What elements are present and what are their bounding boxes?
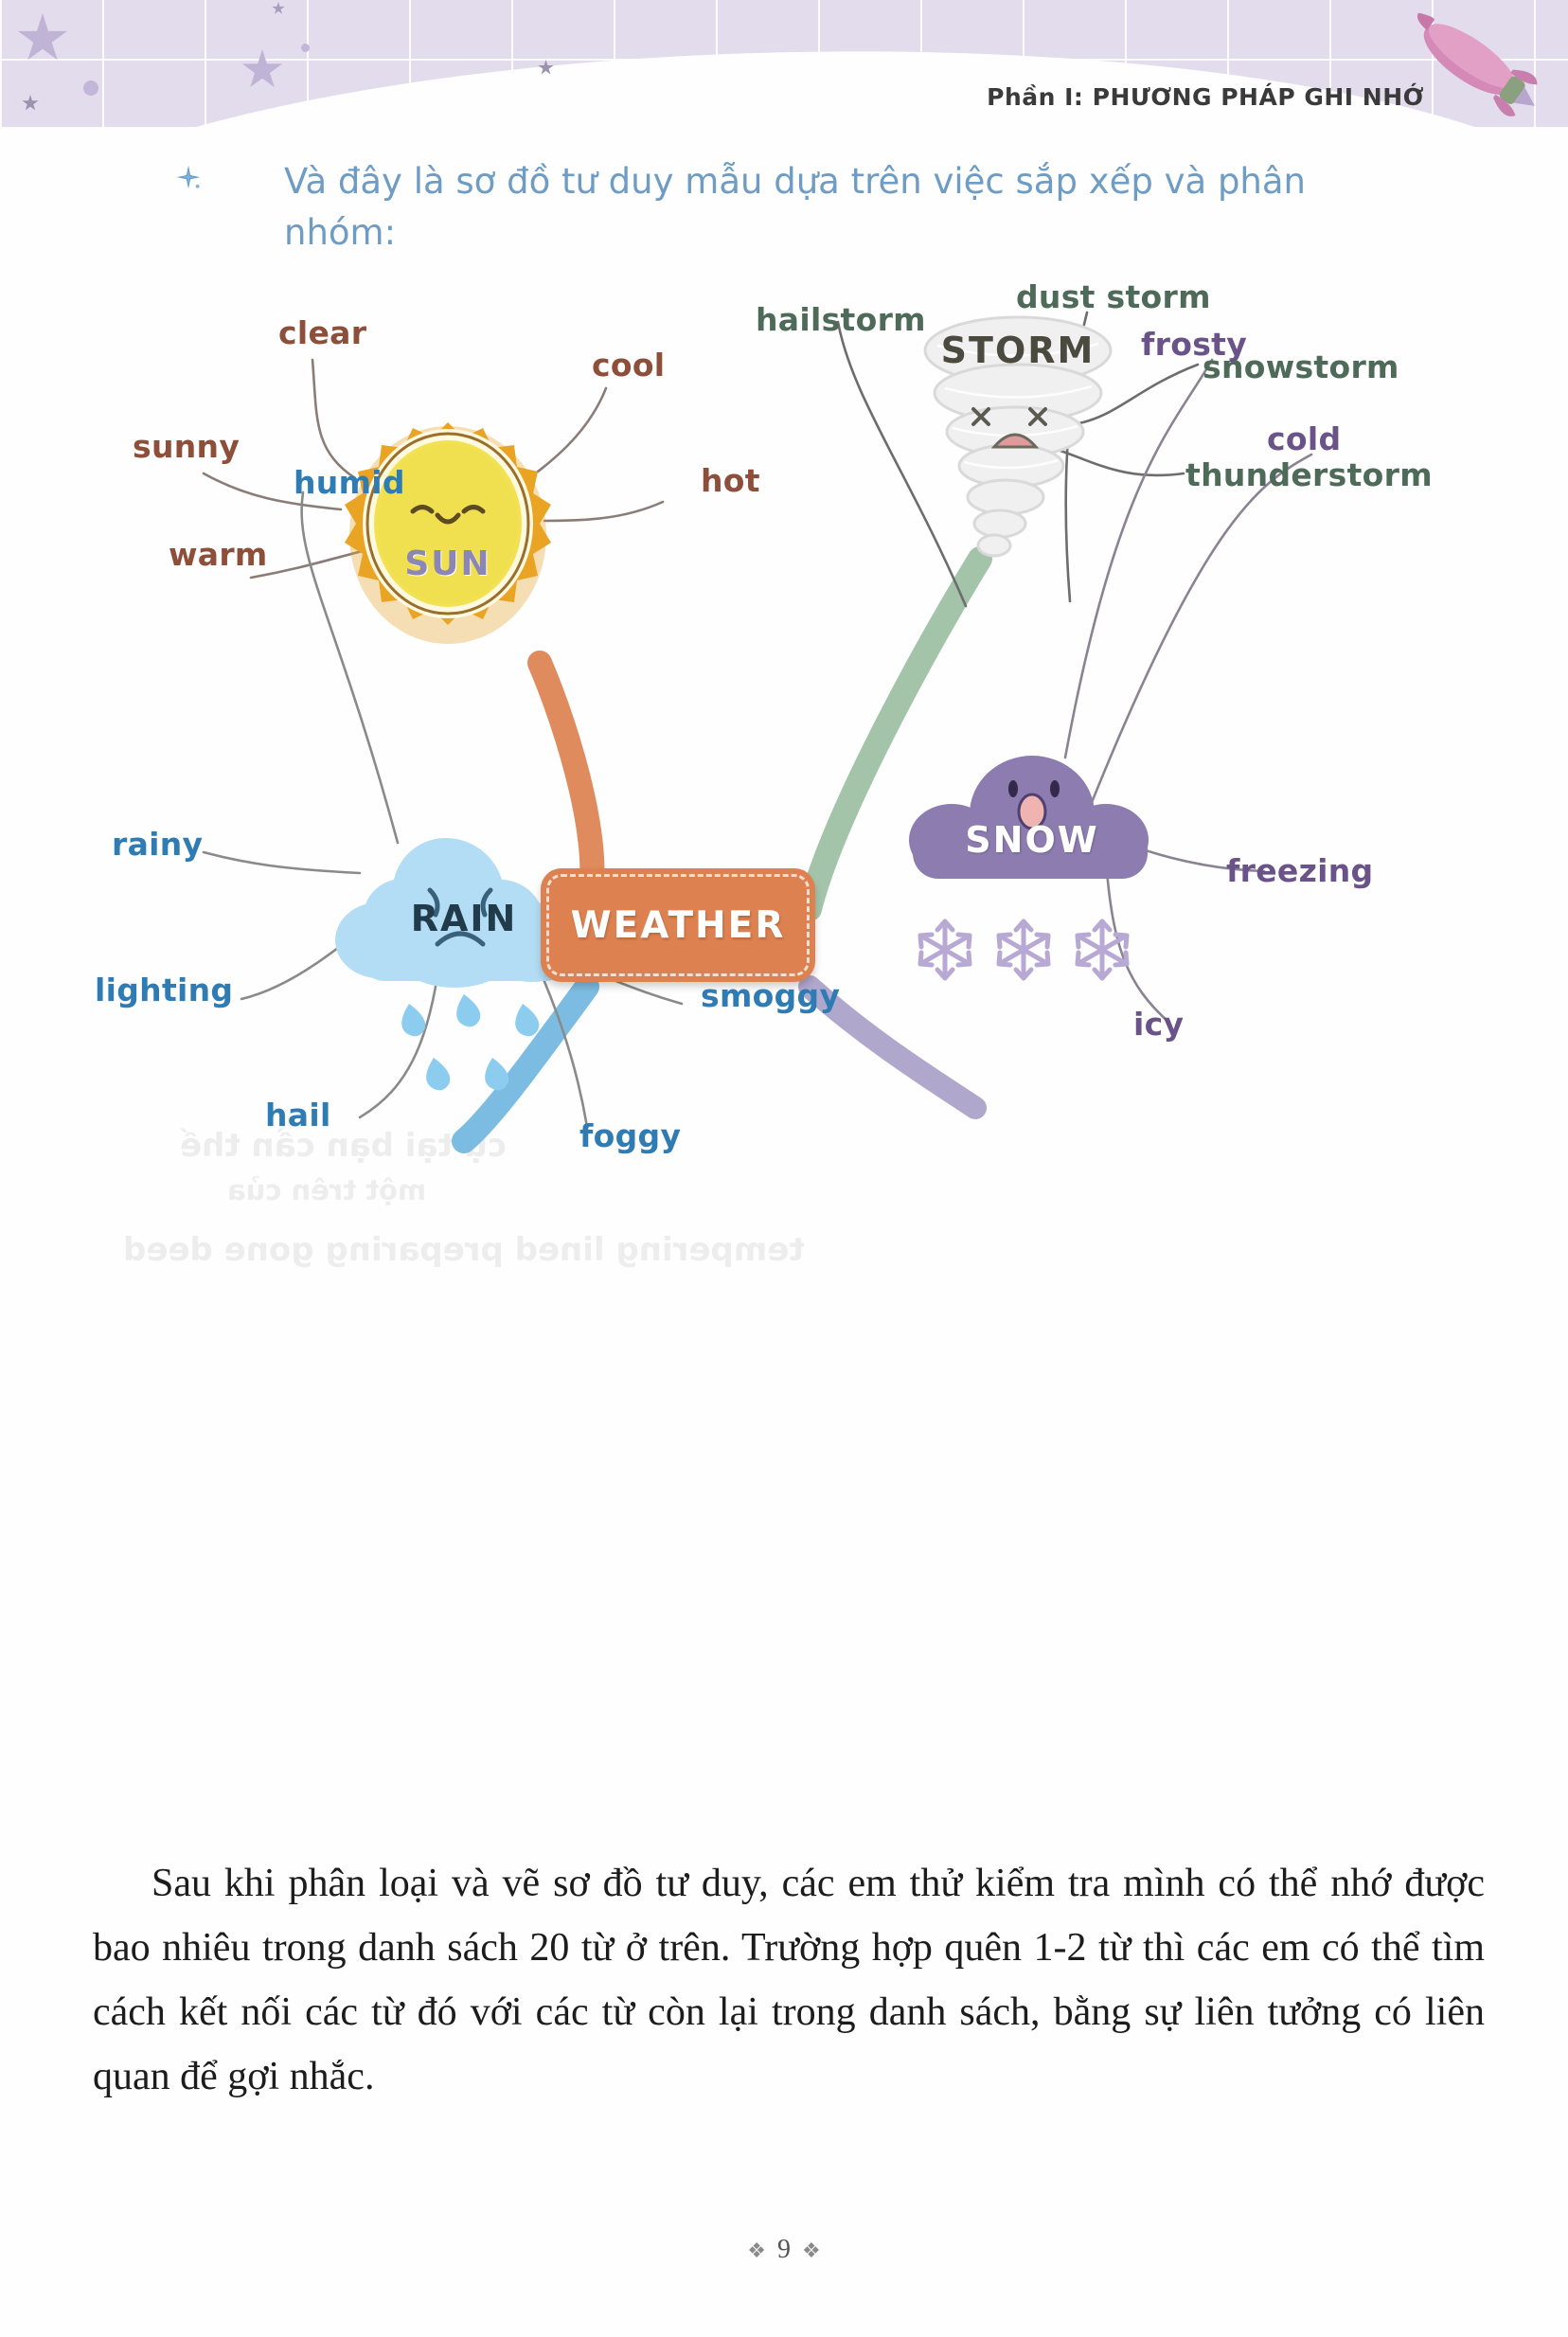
leaf-label-warm[interactable]: warm (169, 536, 268, 573)
leaf-label-lighting[interactable]: lighting (95, 972, 234, 1008)
body-paragraph: Sau khi phân loại và vẽ sơ đồ tư duy, cá… (93, 1851, 1485, 2109)
rain-node-icon (335, 837, 581, 1091)
leaf-label-freezing[interactable]: freezing (1226, 852, 1374, 889)
leaf-label-frosty[interactable]: frosty (1141, 326, 1248, 363)
mindmap-connectors (202, 311, 1313, 1153)
leaf-label-hail[interactable]: hail (265, 1097, 331, 1133)
ornament-left: ❖ (747, 2239, 766, 2262)
leaf-label-hailstorm[interactable]: hailstorm (756, 301, 926, 338)
sun-node-icon (345, 422, 551, 644)
snow-node-label: SNOW (965, 819, 1099, 861)
page-footer: ❖ 9 ❖ (0, 2235, 1568, 2265)
snow-node-icon (909, 756, 1149, 981)
paragraph-text: Sau khi phân loại và vẽ sơ đồ tư duy, cá… (93, 1862, 1485, 2099)
leaf-label-snowstorm[interactable]: snowstorm (1203, 348, 1399, 385)
center-node-label: WEATHER (570, 903, 786, 947)
leaf-label-smoggy[interactable]: smoggy (701, 977, 841, 1014)
page-top-decoration (0, 0, 1568, 128)
leaf-label-cold[interactable]: cold (1267, 420, 1342, 457)
sparkle-icon (176, 165, 201, 189)
leaf-label-foggy[interactable]: foggy (579, 1117, 682, 1154)
center-node-weather[interactable]: WEATHER (541, 868, 815, 982)
leaf-label-icy[interactable]: icy (1133, 1006, 1185, 1043)
chapter-title: Phần I: PHƯƠNG PHÁP GHI NHỚ (987, 83, 1424, 111)
leaf-label-thunderstorm[interactable]: thunderstorm (1185, 456, 1433, 493)
dot-decoration (301, 44, 310, 52)
leaf-label-hot[interactable]: hot (701, 462, 760, 499)
mindmap: cụ tại bạn cần thế một trên của temperin… (0, 278, 1568, 1799)
dot-decoration (83, 80, 98, 96)
leaf-label-clear[interactable]: clear (278, 314, 367, 351)
sun-node-label: SUN (404, 544, 491, 583)
leaf-label-sunny[interactable]: sunny (133, 428, 241, 465)
storm-node-icon (923, 315, 1113, 558)
ornament-right: ❖ (802, 2239, 821, 2262)
intro-text: Và đây là sơ đồ tư duy mẫu dựa trên việc… (284, 161, 1306, 253)
page-number: 9 (777, 2235, 791, 2264)
storm-node-label: STORM (940, 330, 1096, 371)
leaf-label-humid[interactable]: humid (294, 464, 405, 501)
leaf-label-rainy[interactable]: rainy (112, 826, 204, 863)
rocket-icon (1417, 12, 1538, 116)
rain-node-label: RAIN (410, 898, 518, 939)
leaf-label-cool[interactable]: cool (592, 347, 666, 384)
leaf-label-dust-storm[interactable]: dust storm (1016, 278, 1211, 315)
